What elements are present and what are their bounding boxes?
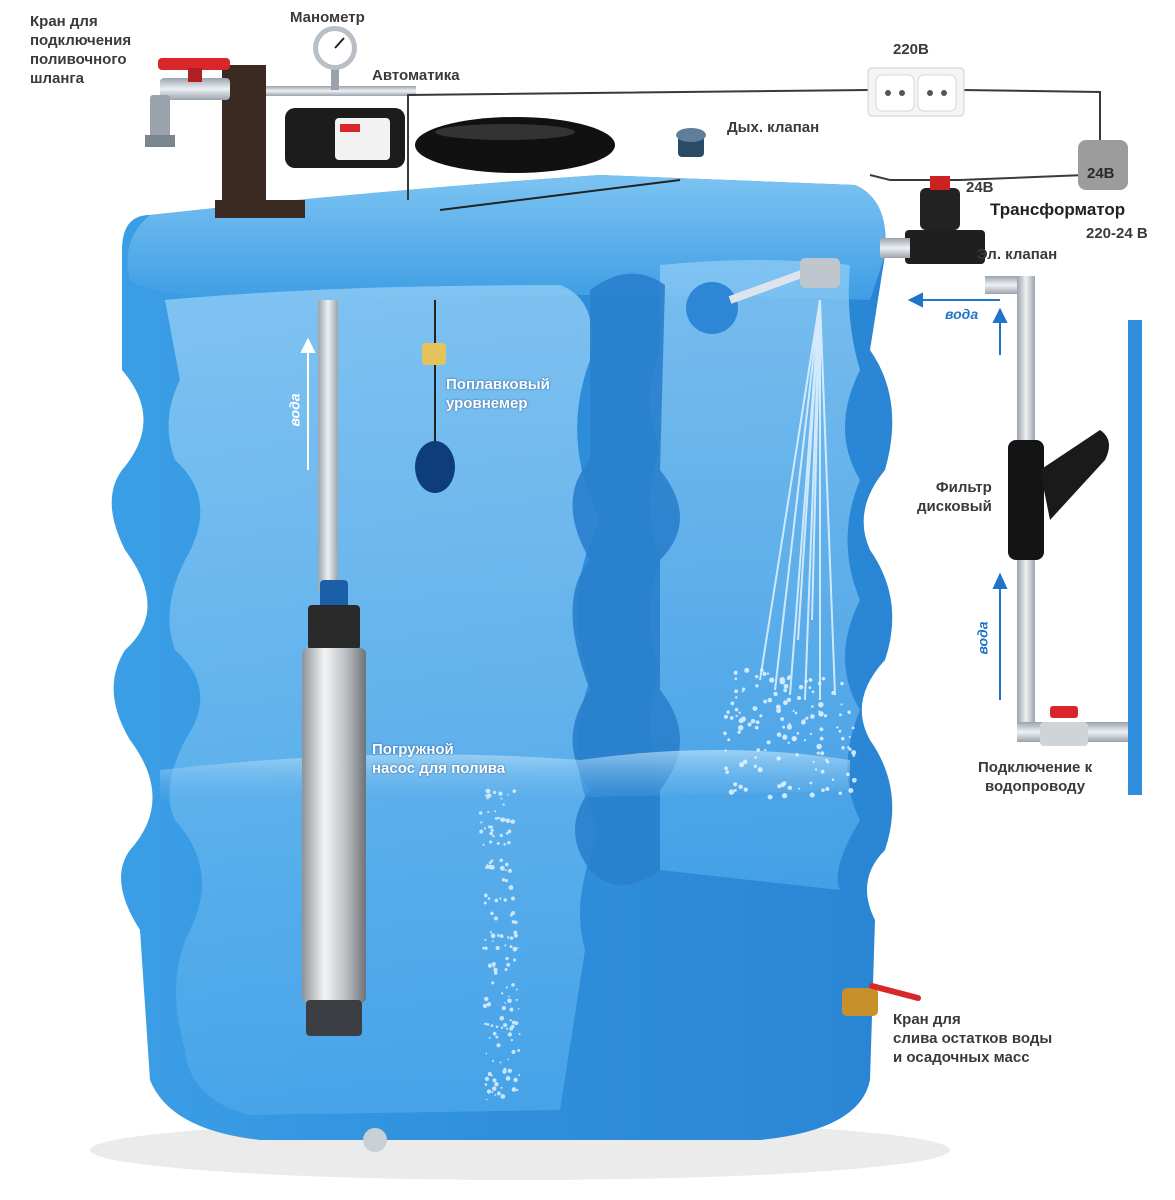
label-automatics: Автоматика xyxy=(372,67,460,84)
hose-valve-stand xyxy=(145,58,305,218)
bottom-outlet xyxy=(363,1128,387,1152)
label-solenoid-valve: Эл. клапан xyxy=(977,246,1058,263)
tank-cavity-left xyxy=(165,285,600,1115)
breather-valve-part xyxy=(676,128,706,157)
tank-top-rail xyxy=(439,179,681,211)
label-socket-voltage: 220В xyxy=(893,41,929,58)
wire-transformer xyxy=(961,89,1101,140)
label-hose-valve: Кран для подключения поливочного шланга xyxy=(30,13,132,87)
flow-arrow-pump xyxy=(300,337,316,470)
submersible-pump-part xyxy=(302,580,366,1036)
wall-socket xyxy=(867,67,965,117)
water-spray xyxy=(759,299,836,701)
tank-center-column xyxy=(572,273,680,885)
hatch-lid-highlight xyxy=(435,124,575,140)
wire-valve xyxy=(869,174,1086,181)
drain-valve-part xyxy=(842,983,921,1016)
water-label-inlet-top: вода xyxy=(945,306,979,322)
label-drain-valve: Кран для слива остатков воды и осадочных… xyxy=(893,1011,1053,1066)
label-disc-filter: Фильтр дисковый xyxy=(917,479,992,515)
label-submersible-pump: Погружной насос для полива xyxy=(372,741,506,777)
manometer-pipe xyxy=(266,86,416,96)
inlet-pipe-horizontal xyxy=(880,238,910,258)
float-gauge-part xyxy=(415,300,455,493)
spray-splash xyxy=(723,667,857,800)
solenoid-valve-part xyxy=(905,176,985,264)
label-transformer: Трансформатор xyxy=(990,200,1126,219)
label-manometer: Манометр xyxy=(290,9,365,26)
bubbles xyxy=(478,788,521,1101)
flow-arrow-inlet-top xyxy=(907,292,1000,308)
label-mains-connection: Подключение к водопроводу xyxy=(978,759,1093,795)
pump-riser-pipe xyxy=(318,300,338,590)
manometer-stem xyxy=(331,60,339,90)
tank-cavity-right xyxy=(650,260,860,890)
water-label-inlet-riser: вода xyxy=(974,621,991,655)
water-label-pump-riser: вода xyxy=(286,393,303,427)
manometer-gauge xyxy=(313,26,357,70)
transformer-box xyxy=(1078,140,1128,190)
label-breather-valve: Дых. клапан xyxy=(727,119,820,136)
label-valve-voltage: 24В xyxy=(966,179,994,196)
inlet-float-valve xyxy=(686,258,840,334)
wire-automatics xyxy=(407,89,869,200)
mains-valve-part xyxy=(1040,706,1088,746)
disc-filter-part xyxy=(1008,430,1109,560)
flow-arrow-inlet-vertical xyxy=(992,307,1008,700)
label-float-level: Поплавковый уровнемер xyxy=(446,376,550,412)
label-transformer-rating: 220-24 В xyxy=(1086,225,1148,242)
label-transformer-box: 24В xyxy=(1087,165,1115,182)
automatics-controller xyxy=(285,108,405,168)
mains-pipe xyxy=(1128,320,1142,795)
